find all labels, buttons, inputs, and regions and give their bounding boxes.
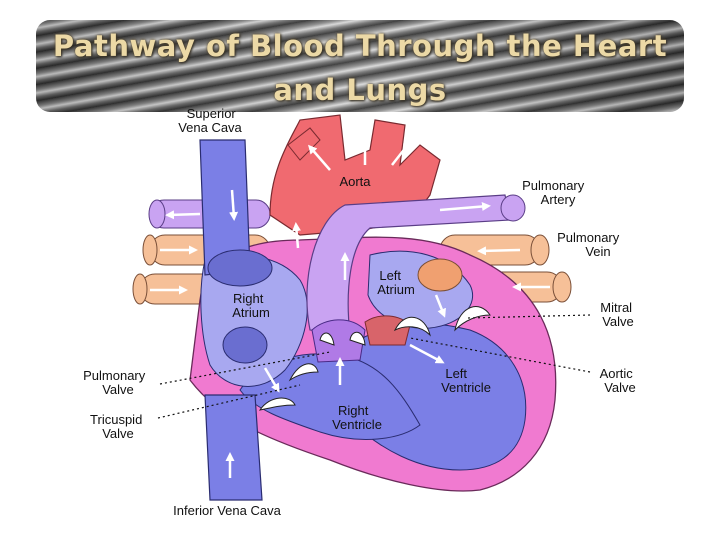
ivc-opening	[222, 326, 268, 364]
inferior-vena-cava	[204, 394, 263, 501]
aortic-valve-label: Aortic Valve	[600, 366, 637, 395]
right-ventricle	[239, 353, 421, 440]
pulmonary-artery-label: Pulmonary Artery	[522, 178, 588, 207]
banner-texture	[36, 20, 684, 112]
flow-arrows	[150, 135, 550, 478]
pulmonary-valve	[311, 319, 366, 363]
superior-vena-cava-label: Superior Vena Cava	[178, 106, 242, 135]
leader-lines	[157, 314, 591, 419]
pulmonary-vein-opening	[417, 258, 463, 292]
right-atrium-label: Right Atrium	[232, 291, 270, 320]
title-banner	[36, 20, 684, 112]
pulmonary-vein-label: Pulmonary Vein	[557, 230, 623, 259]
aortic-valve	[364, 315, 411, 346]
valve-flaps	[258, 306, 491, 411]
svc-opening	[207, 249, 273, 287]
inferior-vena-cava-label: Inferior Vena Cava	[173, 503, 281, 518]
aorta-label: Aorta	[339, 174, 371, 189]
left-ventricle-label: Left Ventricle	[441, 366, 491, 395]
pulmonary-artery	[306, 194, 511, 336]
tricuspid-valve-label: Tricuspid Valve	[90, 412, 146, 441]
pulmonary-valve-label: Pulmonary Valve	[83, 368, 149, 397]
mitral-valve-label: Mitral Valve	[600, 300, 635, 329]
left-atrium-label: Left Atrium	[377, 268, 415, 297]
right-ventricle-label: Right Ventricle	[332, 403, 382, 432]
page-title: Pathway of Blood Through the Heart and L…	[52, 29, 668, 107]
